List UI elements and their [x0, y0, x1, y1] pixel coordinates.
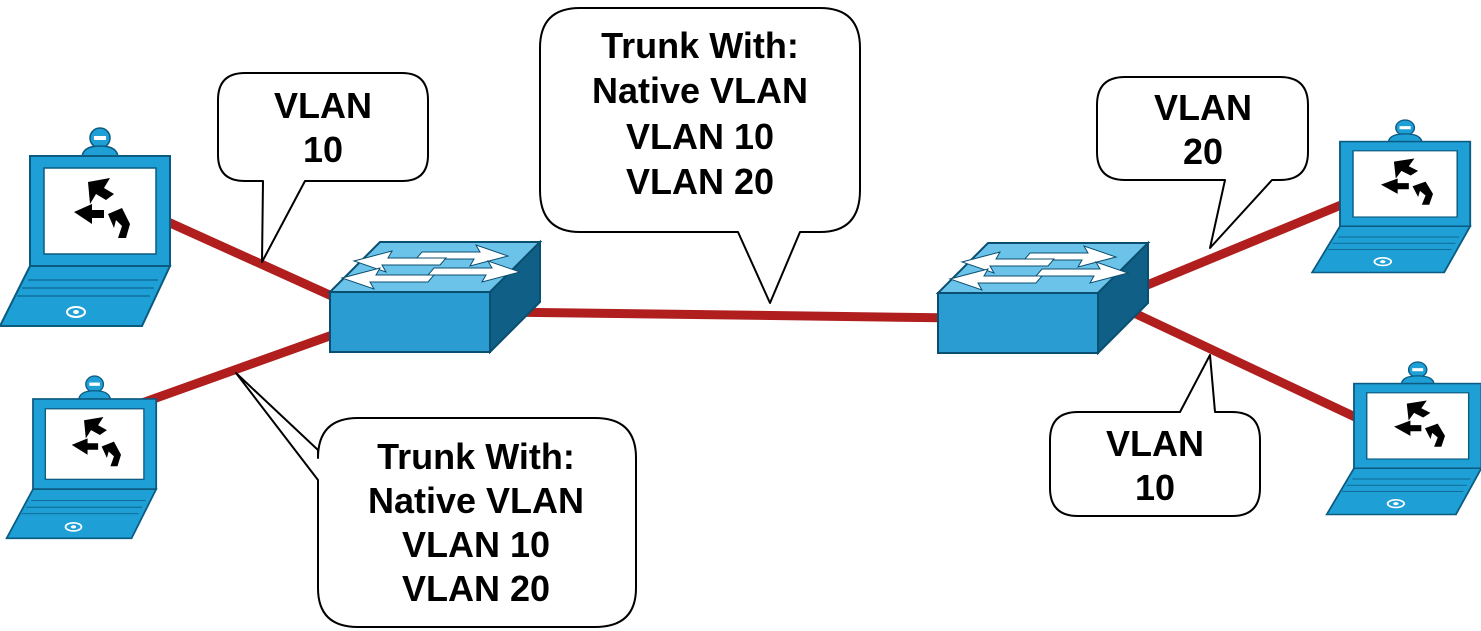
callout-center-top-bubble [539, 7, 861, 304]
link-right-laptop-bottom [1130, 307, 1372, 429]
callout-right-top-line-1: VLAN [1154, 87, 1252, 128]
link-left-laptop-top [166, 217, 347, 307]
callout-center-top-line-4: VLAN 20 [626, 161, 774, 202]
callout-right-top-bubble [1096, 76, 1309, 249]
laptop-icon [1325, 361, 1481, 516]
switch-icon [937, 242, 1149, 354]
callout-left-bottom-line-4: VLAN 20 [402, 568, 550, 609]
callout-right-bottom-line-1: VLAN [1106, 423, 1204, 464]
laptop-icon [0, 127, 171, 327]
link-switch-to-switch [499, 307, 961, 323]
laptop-icon [1311, 119, 1472, 274]
link-right-laptop-top [1138, 193, 1360, 293]
switch-icon [329, 241, 541, 353]
callout-left-top-bubble [217, 72, 429, 263]
callout-left-top-line-1: VLAN [274, 85, 372, 126]
callout-left-bottom-line-2: Native VLAN [368, 480, 584, 521]
link-left-laptop-bottom [140, 328, 340, 408]
callout-left-bottom-line-3: VLAN 10 [402, 524, 550, 565]
callout-center-top-line-1: Trunk With: [601, 25, 799, 66]
callout-left-bottom-bubble [235, 372, 637, 628]
callout-left-bottom-line-1: Trunk With: [377, 436, 575, 477]
callout-right-bottom-line-2: 10 [1135, 467, 1175, 508]
laptop-icon [5, 375, 158, 540]
callout-right-top-line-2: 20 [1183, 131, 1223, 172]
callout-left-top-line-2: 10 [303, 129, 343, 170]
callout-right-bottom-bubble [1049, 354, 1261, 517]
network-links [140, 193, 1372, 429]
callout-center-top-line-3: VLAN 10 [626, 116, 774, 157]
callout-center-top-line-2: Native VLAN [592, 70, 808, 111]
